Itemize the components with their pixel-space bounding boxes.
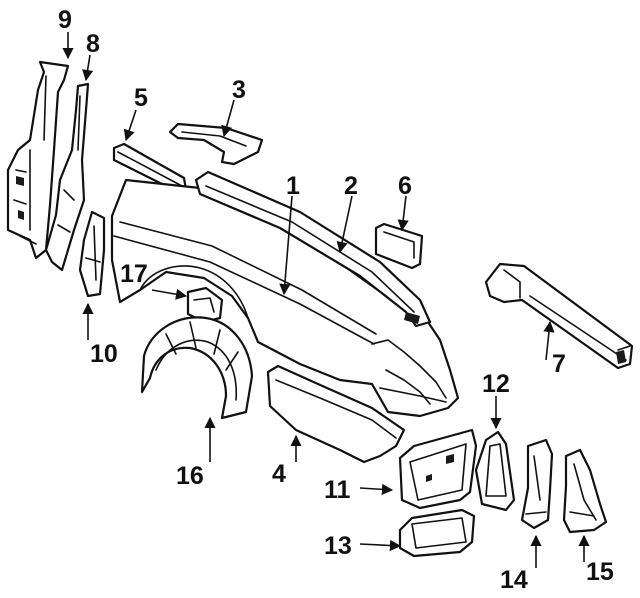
part-17-bracket (186, 286, 224, 324)
part-7-rear-bar (484, 262, 634, 370)
part-13-tray (398, 508, 476, 558)
callout-7: 7 (552, 350, 566, 378)
callout-11: 11 (324, 476, 351, 504)
part-15-end-bracket (562, 448, 608, 534)
callout-10: 10 (90, 340, 118, 368)
part-8-pillar-reinforcement (44, 82, 90, 272)
part-4-lower-extension (266, 364, 406, 464)
part-10-lower-bracket (78, 210, 106, 298)
callout-12: 12 (482, 370, 510, 398)
part-16-wheelhouse (140, 316, 254, 420)
callout-5: 5 (134, 84, 148, 112)
callout-4: 4 (272, 460, 286, 488)
part-1-quarter-panel (110, 170, 460, 418)
part-9-hinge-pillar (6, 60, 70, 260)
part-14-pillar-piece (520, 438, 554, 530)
part-3-window-molding (168, 122, 264, 166)
callout-9: 9 (58, 6, 72, 34)
part-6-plate (374, 222, 424, 270)
callout-15: 15 (586, 558, 614, 586)
callout-numbers: 9 8 5 3 1 2 6 17 10 7 12 16 4 11 13 14 1… (58, 6, 614, 594)
callout-leaders (62, 32, 590, 568)
part-12-filler (474, 430, 516, 512)
callout-13: 13 (324, 532, 352, 560)
callout-16: 16 (176, 462, 204, 490)
callout-1: 1 (286, 172, 300, 200)
callout-3: 3 (232, 76, 246, 104)
part-11-rear-panel (398, 428, 478, 510)
callout-2: 2 (344, 172, 358, 200)
callout-17: 17 (120, 260, 148, 288)
callout-14: 14 (500, 566, 528, 594)
callout-6: 6 (398, 172, 412, 200)
callout-8: 8 (86, 30, 100, 58)
